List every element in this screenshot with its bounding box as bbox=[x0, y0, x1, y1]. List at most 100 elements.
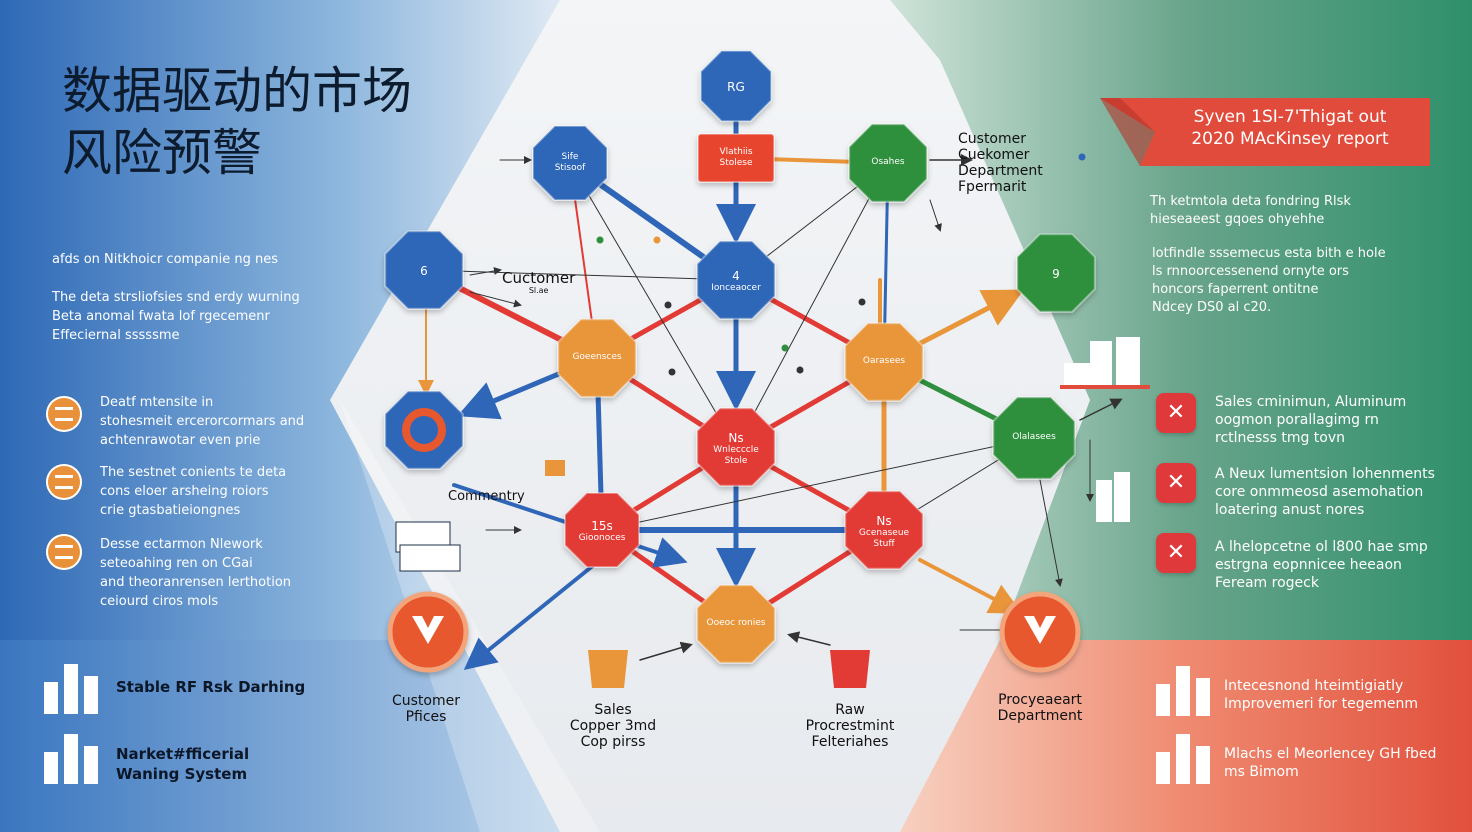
right-paragraph-line: honcors faperrent ontitne bbox=[1152, 282, 1319, 297]
left-item-2: The sestnet conients te deta cons eloer … bbox=[100, 463, 286, 520]
right-paragraph-line: Ndcey DS0 al c20. bbox=[1152, 300, 1272, 315]
label-line: Cuctomer bbox=[502, 269, 576, 287]
bottom-left-label-1: Stable RF Rsk Darhing bbox=[116, 678, 306, 696]
label-line: Department bbox=[958, 163, 1043, 179]
factory-icon bbox=[1156, 734, 1212, 784]
node-green-right bbox=[1016, 233, 1096, 313]
node-label: Oarasees bbox=[842, 356, 926, 367]
left-item-line: ceiourd ciros mols bbox=[100, 594, 219, 609]
node-blue-center bbox=[696, 240, 776, 320]
right-item-line: rctlnesss tmg tovn bbox=[1215, 430, 1346, 446]
label-raw: Raw Procrestmint Felteriahes bbox=[795, 702, 905, 750]
building-icon bbox=[399, 544, 461, 572]
material-icon bbox=[830, 650, 870, 688]
diagram-nodes bbox=[384, 49, 1096, 688]
edge-connector bbox=[1079, 398, 1123, 421]
edge-connector bbox=[469, 291, 522, 308]
node-red-center bbox=[696, 407, 776, 487]
node-green-top bbox=[848, 123, 928, 203]
bottom-left-label-2: Narket#fficerial Waning System bbox=[116, 745, 250, 783]
node-label-line: Ooeoc ronies bbox=[706, 618, 766, 628]
bottom-right-line: ms Bimom bbox=[1224, 764, 1299, 780]
edge-green-top-red-center bbox=[735, 162, 889, 448]
node-label-line: Wnlecccle bbox=[713, 444, 759, 455]
factory-icon bbox=[1156, 666, 1212, 716]
close-icon: ✕ bbox=[1156, 463, 1196, 503]
left-paragraph-line: The deta strsliofsies snd erdy wurning bbox=[52, 290, 300, 305]
left-paragraph-line: Effeciernal sssssme bbox=[52, 328, 180, 343]
report-banner bbox=[1100, 98, 1430, 166]
left-item-line: crie gtasbatieiongnes bbox=[100, 503, 241, 518]
label-line: Procrestmint bbox=[805, 718, 895, 734]
right-intro-line: Th ketmtola deta fondring Rlsk bbox=[1150, 194, 1351, 209]
right-intro: Th ketmtola deta fondring Rlsk hieseaees… bbox=[1150, 193, 1351, 229]
right-item-3: A lhelopcetne ol l800 hae smp estrgna eo… bbox=[1215, 538, 1428, 592]
shield-icon bbox=[412, 616, 444, 644]
node-orange-left bbox=[557, 318, 637, 398]
label-customer-prices: Customer Pfices bbox=[386, 693, 466, 725]
node-orange-bottom bbox=[696, 584, 776, 664]
close-icon: ✕ bbox=[1156, 393, 1196, 433]
right-item-line: A lhelopcetne ol l800 hae smp bbox=[1215, 539, 1428, 555]
node-topred bbox=[697, 133, 775, 183]
right-paragraph-line: lotfindle sssemecus esta bith e hole bbox=[1152, 246, 1386, 261]
bottom-right-line: Intecesnond hteimtigiatly bbox=[1224, 678, 1404, 694]
node-label-line: 9 bbox=[1052, 267, 1060, 281]
buildings-icon bbox=[1060, 337, 1150, 389]
label-line: Customer bbox=[391, 693, 460, 709]
label-line: Cuekomer bbox=[958, 147, 1030, 163]
bottom-right-item-1: Intecesnond hteimtigiatly Improvemeri fo… bbox=[1224, 677, 1418, 713]
material-icon bbox=[588, 650, 628, 688]
bottom-right-line: Mlachs el Meorlencey GH fbed bbox=[1224, 746, 1437, 762]
node-label-line: Ns bbox=[876, 513, 892, 528]
node-red-left bbox=[564, 492, 640, 568]
right-item-line: Feream rogeck bbox=[1215, 575, 1319, 591]
connector-dot bbox=[668, 368, 676, 376]
node-label-line: Osahes bbox=[871, 157, 905, 167]
label-line: Fpermarit bbox=[958, 179, 1027, 195]
stack-icon bbox=[46, 464, 82, 500]
label-line: Pfices bbox=[405, 709, 447, 725]
connector-dot bbox=[596, 236, 604, 244]
node-label-line: Stisoof bbox=[554, 163, 586, 173]
left-item-line: achtenrawotar even prie bbox=[100, 433, 261, 448]
label-line: Copper 3md bbox=[569, 718, 657, 734]
node-label-line: Stolese bbox=[719, 158, 753, 168]
left-item-3: Desse ectarmon Nlework seteoahing ren on… bbox=[100, 535, 291, 611]
tag-icon bbox=[545, 460, 565, 476]
right-item-line: estrgna eopnnicee heeaon bbox=[1215, 557, 1402, 573]
label-commentry: Commentry bbox=[448, 489, 525, 504]
right-item-line: A Neux lumentsion lohenments bbox=[1215, 466, 1435, 482]
node-label-line: Gioonoces bbox=[578, 533, 626, 543]
node-label-line: 4 bbox=[732, 269, 740, 283]
title-line-2: 风险预警 bbox=[62, 124, 262, 182]
label-line: Sl.ae bbox=[528, 286, 549, 295]
node-blue-ul bbox=[532, 125, 608, 201]
node-label-line: RG bbox=[727, 80, 745, 94]
factory-icon bbox=[44, 664, 100, 714]
node-label-line: Oarasees bbox=[862, 356, 906, 366]
left-item-line: stohesmeit ercerorcormars and bbox=[100, 414, 305, 429]
node-label-line: 6 bbox=[420, 264, 428, 278]
close-icon: ✕ bbox=[1156, 533, 1196, 573]
right-item-2: A Neux lumentsion lohenments core onmmeo… bbox=[1215, 465, 1435, 519]
right-item-line: loatering anust nores bbox=[1215, 502, 1365, 518]
bottom-right-item-2: Mlachs el Meorlencey GH fbed ms Bimom bbox=[1224, 745, 1436, 781]
left-item-line: The sestnet conients te deta bbox=[100, 465, 287, 480]
node-label: Goeensces bbox=[555, 352, 639, 363]
banner-line-1: Syven 1SI-7'Thigat out bbox=[1193, 107, 1387, 127]
label-procurement: Procyeaeart Department bbox=[985, 692, 1095, 724]
label-line: Procyeaeart bbox=[998, 692, 1082, 708]
edge-connector bbox=[469, 267, 502, 276]
shield-icon bbox=[1024, 616, 1056, 644]
bottom-right-line: Improvemeri for tegemenm bbox=[1224, 696, 1418, 712]
left-item-line: Desse ectarmon Nlework bbox=[100, 537, 263, 552]
label-customer-mid: Cuctomer Sl.ae bbox=[502, 270, 575, 295]
label-line: Felteriahes bbox=[811, 734, 889, 750]
edge-blue-left-blue-center bbox=[423, 269, 737, 281]
